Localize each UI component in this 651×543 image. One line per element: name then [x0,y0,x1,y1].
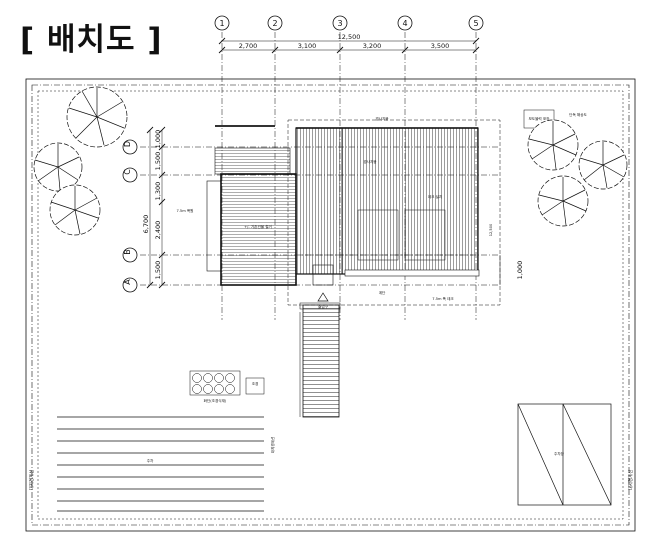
walkway-stairs [299,304,340,418]
note-bottom-mid: 계단 [379,290,386,295]
grid-row-B: B [123,249,132,255]
note-parking-side: 대지경계선 [270,437,275,454]
tree-right-3 [537,175,589,227]
dim-total-height: 6,700 [142,215,150,234]
dim-row-2: 2,400 [154,221,162,240]
dim-row-5: 1,000 [154,130,162,149]
left-dimensions [146,126,166,289]
right-parking-box [517,403,612,506]
tree-left-2 [33,142,83,192]
note-upper-right-box: 보도블럭 포장 [529,116,551,121]
note-planter: 화단(조경식재) [204,398,227,403]
grid-col-2: 2 [272,19,277,28]
dim-span-4: 3,500 [431,42,450,50]
note-parking: 주차 [147,458,154,463]
tree-right-1 [527,119,579,171]
note-roof-upper: 경사지붕 [363,159,377,164]
page-title: [ 배치도 ] [20,22,163,58]
grid-col-5: 5 [473,19,478,28]
tree-left-3 [49,184,101,236]
note-center-main: +/- 기존건물 철거 [244,224,272,229]
note-right-box: 주차장 [554,451,565,456]
dim-span-3: 3,200 [363,42,382,50]
note-right-vertical: 대지경계선 [627,470,634,491]
grid-col-1: 1 [219,19,224,28]
note-upper-right: 단독 해상도 [569,112,587,117]
dim-span-1: 2,700 [239,42,258,50]
grid-row-C: C [123,169,132,175]
grid-col-4: 4 [402,19,407,28]
note-roof-mid: 경사지붕 [375,116,389,121]
note-roof-right: 데크 설치 [428,194,442,199]
parking-area [57,416,264,512]
dim-right-small: 1,000 [516,261,524,280]
note-bottom-right: 7.5m 폭 데크 [432,296,454,301]
top-dimensions [218,37,480,54]
note-left-vertical: 대지경계선 [28,470,35,491]
grid-col-3: 3 [337,19,342,28]
dim-row-3: 1,300 [154,182,162,201]
note-left-small: 7.5m 폭원 [177,208,194,213]
building-setback-line [287,119,501,306]
tree-right-2 [578,140,628,190]
dim-row-4: 1,500 [154,152,162,171]
dim-total-width: 12,500 [338,33,361,41]
dim-right-note: 12,500 [489,223,493,236]
site-boundary [25,78,636,532]
grid-row-A: A [123,279,132,285]
new-roof [295,127,480,286]
planter-boxes [189,370,265,396]
tree-left-1 [66,86,128,148]
existing-building [206,125,297,286]
grid-row-D: D [123,141,132,147]
note-planter-side: 조경 [252,381,259,386]
dim-span-2: 3,100 [298,42,317,50]
dim-row-1: 1,500 [154,261,162,280]
